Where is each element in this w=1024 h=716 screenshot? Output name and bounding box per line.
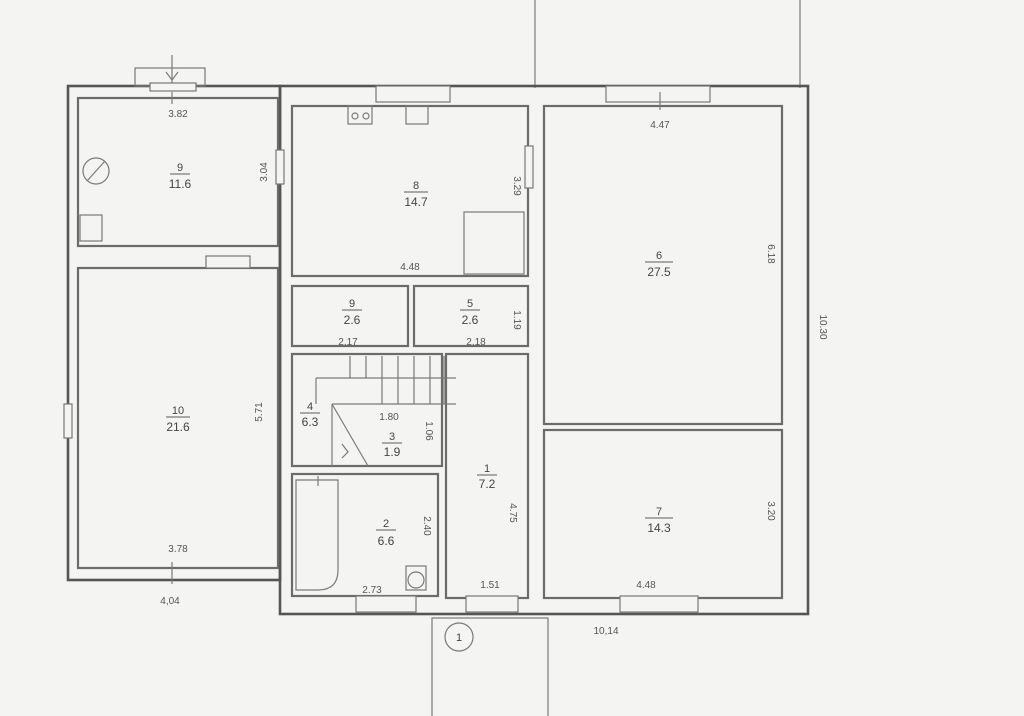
room-10-number: 10 bbox=[172, 405, 184, 417]
room-8-outline bbox=[290, 104, 530, 278]
dim-label: 4.48 bbox=[400, 262, 420, 273]
dim-label: 2.40 bbox=[421, 516, 432, 536]
window bbox=[605, 85, 711, 103]
room-8-number: 8 bbox=[413, 180, 419, 192]
dim-label: 1.51 bbox=[480, 580, 500, 591]
room-8-area: 14.7 bbox=[404, 195, 428, 209]
dim-label: 1.80 bbox=[379, 412, 399, 423]
porch bbox=[431, 617, 549, 716]
entrance-marker-circle bbox=[444, 622, 474, 652]
dim-label: 4.47 bbox=[650, 120, 670, 131]
dim-label: 1.06 bbox=[423, 421, 434, 441]
room-6-number: 6 bbox=[656, 250, 662, 262]
room-4-outline bbox=[290, 352, 444, 468]
room-1-outline bbox=[444, 352, 530, 600]
room-4-area: 6.3 bbox=[302, 415, 319, 429]
vent-arrow-head bbox=[165, 71, 179, 81]
room-7-outline bbox=[542, 428, 784, 600]
room-1-number: 1 bbox=[484, 463, 490, 475]
room-5-outline bbox=[412, 284, 530, 348]
dim-label: 2.18 bbox=[466, 337, 486, 348]
room-9a-number: 9 bbox=[177, 162, 183, 174]
room-3-number: 3 bbox=[389, 431, 395, 443]
dim-label: 4.75 bbox=[507, 503, 518, 523]
door bbox=[465, 595, 519, 613]
entrance-marker: 1 bbox=[456, 632, 462, 644]
window bbox=[619, 595, 699, 613]
room-9a-area: 11.6 bbox=[169, 177, 192, 191]
dim-label: 3.78 bbox=[168, 544, 188, 555]
room-9b-number: 9 bbox=[349, 298, 355, 310]
kitchen-counter bbox=[463, 211, 525, 275]
dim-label: 6.18 bbox=[765, 244, 776, 264]
dim-label: 10.30 bbox=[817, 314, 828, 339]
dim-label: 3.82 bbox=[168, 109, 188, 120]
window bbox=[275, 149, 285, 185]
main-block-outer-wall bbox=[278, 84, 810, 616]
window bbox=[149, 82, 197, 92]
room-3-area: 1.9 bbox=[384, 445, 401, 459]
room-1-area: 7.2 bbox=[479, 477, 496, 491]
dim-label: 1.19 bbox=[511, 310, 522, 330]
window bbox=[63, 403, 73, 439]
bathtub-icon bbox=[295, 479, 339, 591]
dim-label: 5.71 bbox=[254, 402, 265, 422]
window bbox=[375, 85, 451, 103]
room-4-number: 4 bbox=[307, 401, 313, 413]
dimension-labels: 3.82 3.04 4.48 3.29 4.47 6.18 10.30 2.17… bbox=[160, 109, 828, 637]
room-10-outline bbox=[76, 266, 280, 570]
staircase bbox=[315, 356, 456, 467]
dim-label: 3.04 bbox=[259, 162, 270, 182]
room-7-number: 7 bbox=[656, 506, 662, 518]
room-5-area: 2.6 bbox=[462, 313, 479, 327]
room-9b-outline bbox=[290, 284, 410, 348]
room-10-area: 21.6 bbox=[166, 420, 190, 434]
sink-icon bbox=[405, 105, 429, 125]
room-9b-area: 2.6 bbox=[344, 313, 361, 327]
dim-label: 4,04 bbox=[160, 596, 180, 607]
window bbox=[355, 595, 417, 613]
window bbox=[205, 255, 251, 269]
window bbox=[524, 145, 534, 189]
west-wing-outer-wall bbox=[66, 84, 282, 582]
room-5-number: 5 bbox=[467, 298, 473, 310]
room-6-outline bbox=[542, 104, 784, 426]
dim-label: 2.73 bbox=[362, 585, 382, 596]
appliance-box bbox=[79, 214, 103, 242]
room-labels: 9 11.6 10 21.6 8 14.7 9 2.6 5 2.6 6 27.5… bbox=[166, 162, 673, 548]
toilet-tank bbox=[405, 565, 427, 591]
dim-label: 3.20 bbox=[765, 501, 776, 521]
boiler-icon bbox=[82, 157, 110, 185]
dim-label: 3.29 bbox=[511, 176, 522, 196]
room-6-area: 27.5 bbox=[647, 265, 671, 279]
dim-label: 4.48 bbox=[636, 580, 656, 591]
dim-label: 10,14 bbox=[593, 626, 618, 637]
burner-icon bbox=[362, 112, 370, 120]
dim-label: 2.17 bbox=[338, 337, 358, 348]
room-2-outline bbox=[290, 472, 440, 598]
toilet-icon bbox=[407, 571, 425, 589]
boiler-icon-line bbox=[86, 160, 106, 182]
room-2-area: 6.6 bbox=[378, 534, 395, 548]
burner-icon bbox=[351, 112, 359, 120]
room-2-number: 2 bbox=[383, 518, 389, 530]
stove-icon bbox=[347, 105, 373, 125]
room-7-area: 14.3 bbox=[647, 521, 671, 535]
